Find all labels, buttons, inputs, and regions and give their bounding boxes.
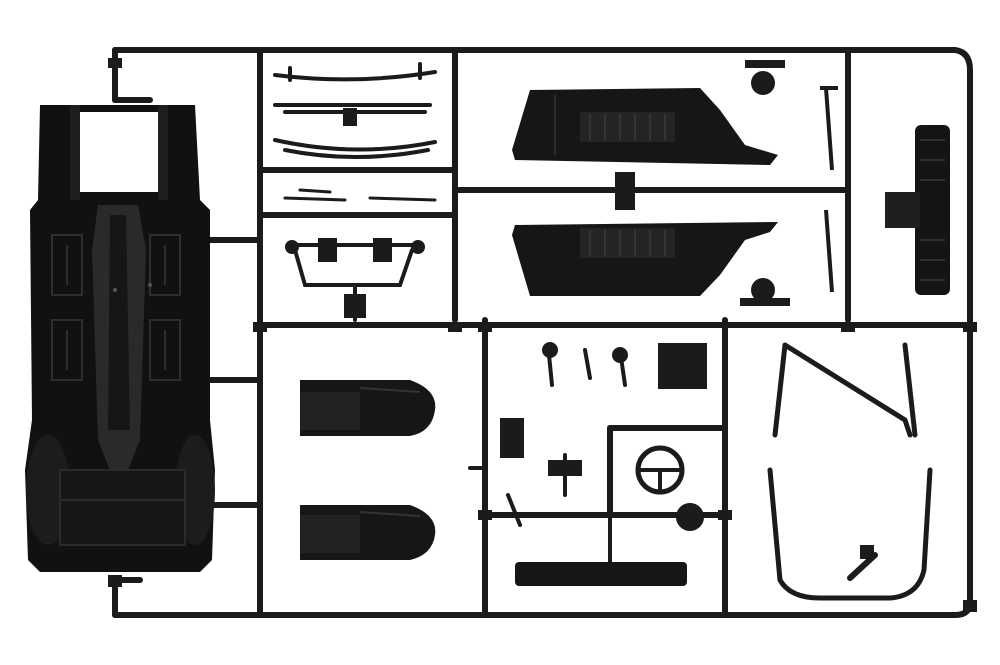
bench-bar — [515, 515, 687, 586]
rear-fender-upper — [512, 88, 778, 165]
seat-upper — [300, 380, 436, 436]
seat-lower — [300, 505, 436, 560]
roll-bar — [767, 467, 933, 601]
chassis-floor-pan — [25, 105, 215, 572]
sprue-gates — [108, 58, 977, 612]
spare-wheel-carrier — [885, 125, 950, 295]
reflector-parts — [740, 60, 790, 306]
leaf-spring-2 — [273, 103, 432, 126]
wiper-arms — [283, 188, 437, 202]
rear-fender-lower — [512, 222, 778, 296]
leaf-spring-1 — [273, 62, 437, 82]
windshield-frame — [772, 342, 918, 438]
hub-part — [615, 172, 635, 210]
lever-parts — [468, 342, 707, 531]
steering-wheel — [635, 445, 685, 495]
leaf-spring-3 — [273, 138, 437, 159]
small-rods — [820, 86, 838, 293]
front-axle — [285, 238, 425, 322]
